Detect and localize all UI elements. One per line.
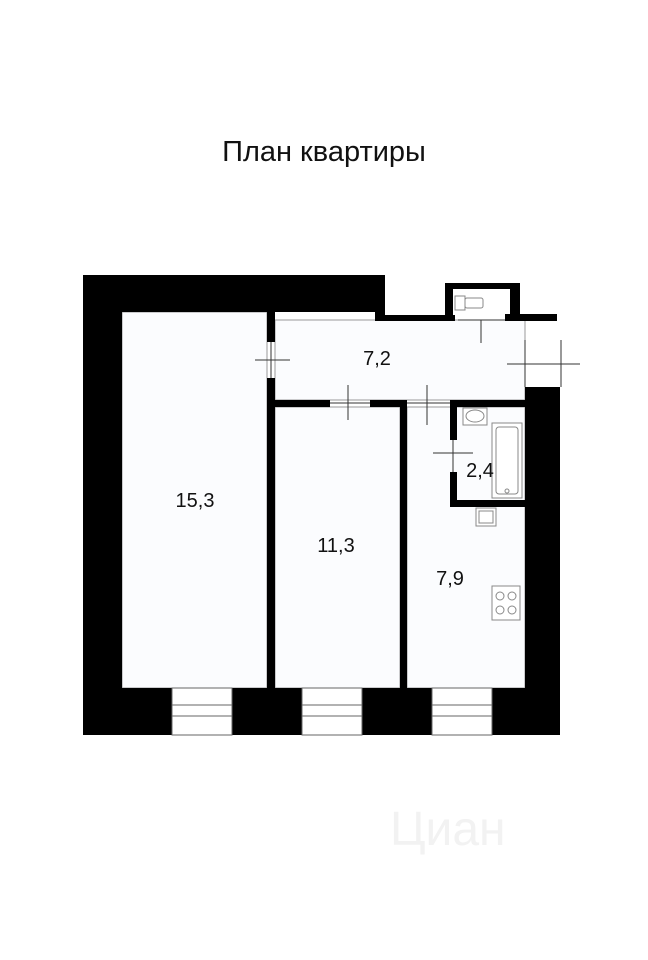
wall-left [83, 275, 122, 735]
toilet-icon [454, 295, 484, 311]
room-middle-area: 11,3 [317, 535, 354, 557]
stove-icon [491, 585, 521, 621]
window [301, 687, 363, 736]
wc-wall [445, 283, 520, 289]
door [255, 342, 290, 378]
window [171, 687, 233, 736]
hallway-area: 7,2 [363, 348, 391, 370]
room-left-floor [121, 311, 268, 689]
door [407, 385, 450, 425]
doors [255, 319, 580, 472]
door [433, 440, 473, 472]
watermark: Циан [390, 803, 506, 856]
hallway-floor [274, 319, 526, 401]
room-middle-floor [274, 406, 401, 689]
wall-partition-2 [400, 400, 407, 688]
windows [171, 687, 493, 736]
door [330, 385, 370, 420]
kitchen-area: 7,9 [436, 568, 464, 590]
entrance-door [507, 340, 580, 387]
window [431, 687, 493, 736]
plan-title: План квартиры [222, 136, 426, 168]
wall-partition-1 [267, 378, 275, 688]
bathroom-area: 2,4 [466, 460, 494, 482]
fixtures [454, 295, 523, 621]
sink-icon [462, 407, 488, 426]
door [458, 319, 505, 343]
wall-top [83, 275, 385, 312]
bathtub-icon [491, 422, 523, 499]
bathroom-wall [450, 400, 525, 407]
kitchen-sink-icon [475, 507, 497, 527]
room-left-area: 15,3 [176, 490, 215, 512]
wall-right [525, 387, 560, 735]
